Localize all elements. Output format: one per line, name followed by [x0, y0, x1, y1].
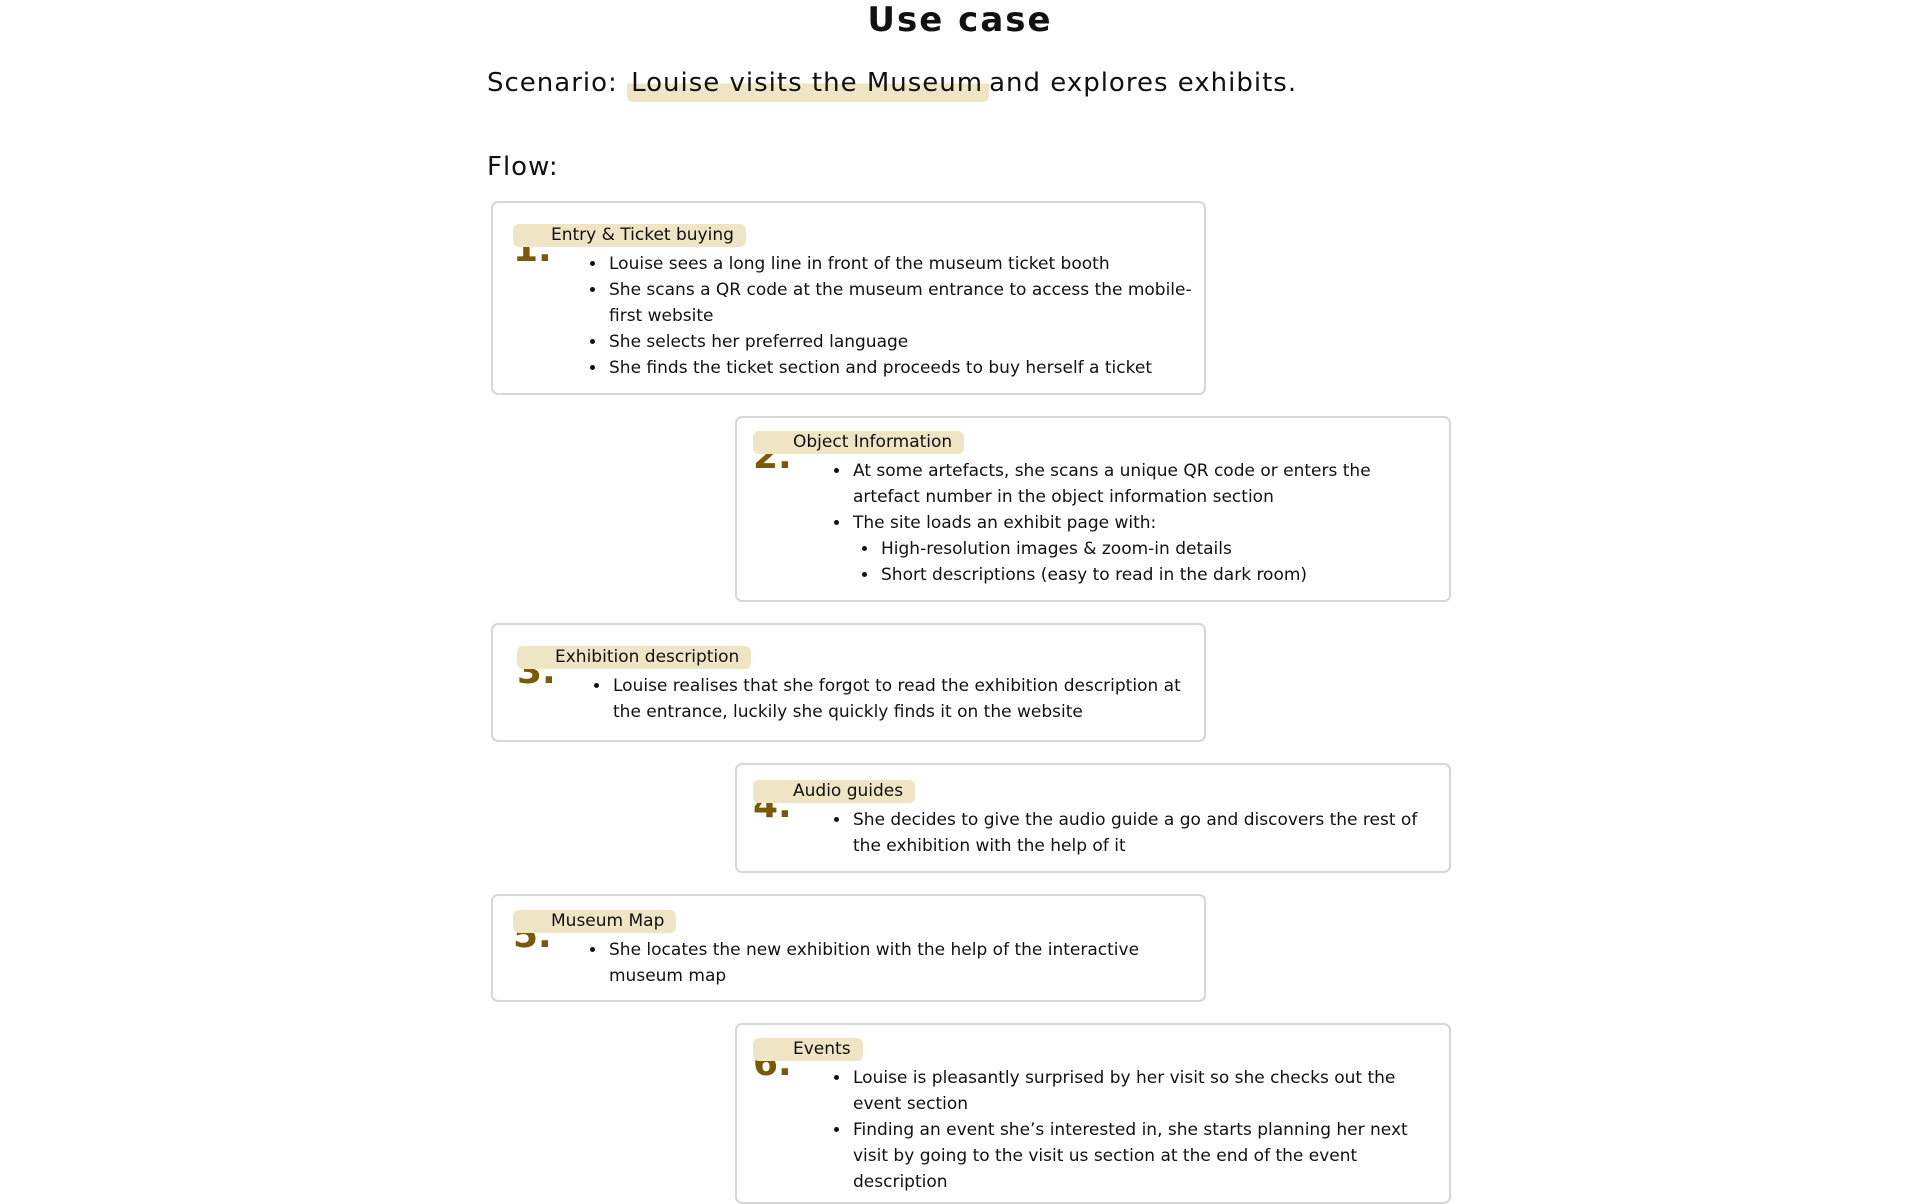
- flow-label: Flow:: [487, 152, 559, 182]
- step-title: Exhibition description: [517, 646, 752, 669]
- step-title: Audio guides: [753, 780, 916, 803]
- step-card-5: 5. Museum Map She locates the new exhibi…: [491, 894, 1206, 1002]
- list-item: She decides to give the audio guide a go…: [851, 807, 1441, 859]
- list-item: The site loads an exhibit page with: Hig…: [851, 510, 1441, 588]
- list-item: At some artefacts, she scans a unique QR…: [851, 458, 1441, 510]
- list-item: Short descriptions (easy to read in the …: [879, 562, 1441, 588]
- list-item: High-resolution images & zoom-in details: [879, 536, 1441, 562]
- list-item: Louise sees a long line in front of the …: [607, 251, 1207, 277]
- scenario-suffix: and explores exhibits.: [989, 68, 1298, 98]
- step-bullets: Louise sees a long line in front of the …: [589, 251, 1207, 381]
- list-item: Finding an event she’s interested in, sh…: [851, 1117, 1441, 1195]
- list-item: She finds the ticket section and proceed…: [607, 355, 1207, 381]
- step-bullets: She locates the new exhibition with the …: [589, 937, 1187, 989]
- list-item-text: The site loads an exhibit page with:: [853, 513, 1157, 533]
- list-item: Louise realises that she forgot to read …: [611, 673, 1211, 725]
- step-bullets: Louise is pleasantly surprised by her vi…: [833, 1065, 1441, 1195]
- list-item: She selects her preferred language: [607, 329, 1207, 355]
- step-bullets: Louise realises that she forgot to read …: [593, 673, 1211, 725]
- step-card-2: 2. Object Information At some artefacts,…: [735, 416, 1451, 602]
- page-title: Use case: [867, 0, 1053, 40]
- list-item: She scans a QR code at the museum entran…: [607, 277, 1207, 329]
- scenario-prefix: Scenario:: [487, 68, 618, 98]
- step-card-3: 3. Exhibition description Louise realise…: [491, 623, 1206, 742]
- step-card-4: 4. Audio guides She decides to give the …: [735, 763, 1451, 873]
- step-title: Object Information: [753, 431, 965, 454]
- step-bullets: She decides to give the audio guide a go…: [833, 807, 1441, 859]
- step-title: Events: [753, 1038, 863, 1061]
- step-bullets: At some artefacts, she scans a unique QR…: [833, 458, 1441, 588]
- step-title: Museum Map: [513, 910, 677, 933]
- step-card-1: 1. Entry & Ticket buying Louise sees a l…: [491, 201, 1206, 395]
- scenario-highlight: Louise visits the Museum: [627, 68, 990, 102]
- list-item: She locates the new exhibition with the …: [607, 937, 1187, 989]
- list-item: Louise is pleasantly surprised by her vi…: [851, 1065, 1441, 1117]
- sub-bullets: High-resolution images & zoom-in details…: [853, 536, 1441, 588]
- step-card-6: 6. Events Louise is pleasantly surprised…: [735, 1023, 1451, 1204]
- step-title: Entry & Ticket buying: [513, 224, 746, 247]
